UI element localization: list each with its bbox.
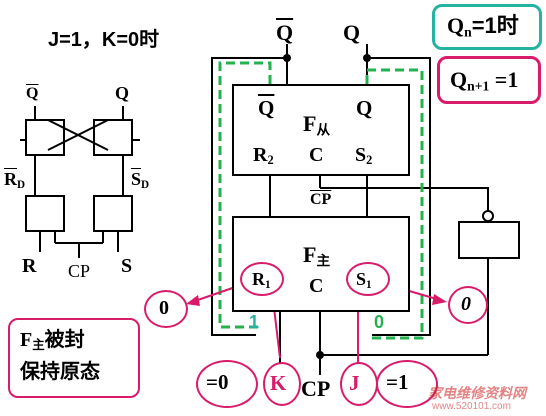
note-box: F主被封 保持原态 bbox=[8, 318, 140, 398]
top-q-bar: Q bbox=[276, 20, 294, 45]
s1-output-value: 0 bbox=[461, 293, 471, 315]
watermark: 家电维修资料网 bbox=[428, 385, 526, 401]
j-value-circle bbox=[376, 360, 438, 408]
k-value-circle bbox=[196, 360, 258, 408]
mini-r: R bbox=[22, 255, 37, 277]
slave-s2: S2 bbox=[355, 144, 373, 168]
master-s1: S1 bbox=[356, 269, 372, 291]
slave-c: C bbox=[309, 144, 324, 166]
mini-q: Q bbox=[115, 83, 130, 103]
master-r1: R1 bbox=[252, 269, 271, 291]
mini-rd: RD bbox=[4, 169, 26, 191]
cp-inverter-gate bbox=[458, 221, 520, 259]
q-feedback-value: 1 bbox=[249, 312, 260, 332]
watermark-url: www.520101.com bbox=[432, 401, 511, 412]
mini-cp: CP bbox=[68, 261, 91, 281]
s1-output-circle bbox=[448, 286, 488, 324]
slave-r2: R2 bbox=[253, 144, 274, 168]
k-input: K bbox=[270, 371, 287, 395]
k-input-circle bbox=[263, 362, 301, 406]
slave-flipflop bbox=[232, 84, 410, 176]
k-value: =0 bbox=[206, 370, 229, 394]
master-title: F主 bbox=[303, 242, 331, 269]
status-qn1-box: Qn+1 =1 bbox=[437, 56, 541, 104]
r1-output-circle bbox=[144, 290, 188, 328]
master-s1-circle bbox=[346, 262, 390, 296]
condition-label: J=1，K=0时 bbox=[48, 29, 160, 51]
mini-q-bar: Q bbox=[26, 85, 39, 102]
cp-input: CP bbox=[301, 376, 331, 401]
r1-output-value: 0 bbox=[159, 297, 169, 319]
mini-sd: SD bbox=[131, 169, 150, 191]
mini-s: S bbox=[121, 255, 133, 277]
slave-q-bar: Q bbox=[258, 96, 275, 120]
master-r1-circle bbox=[240, 262, 284, 296]
status-qn-box: Qn=1时 bbox=[432, 4, 542, 50]
qbar-feedback-value: 0 bbox=[374, 312, 385, 332]
top-q: Q bbox=[343, 20, 361, 45]
slave-q: Q bbox=[356, 96, 373, 120]
slave-title: F从 bbox=[303, 111, 331, 138]
master-c: C bbox=[309, 275, 324, 297]
cp-bar-label: CP bbox=[310, 191, 332, 208]
j-value: =1 bbox=[386, 370, 409, 394]
j-input: J bbox=[349, 371, 360, 395]
